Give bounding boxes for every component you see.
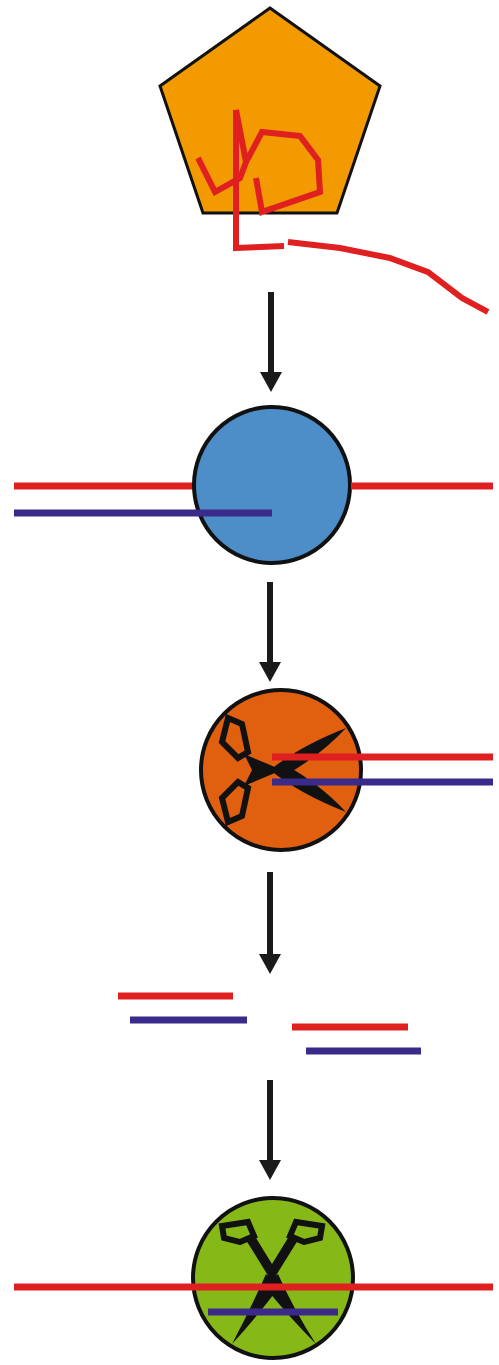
- red-strand-tail: [287, 239, 490, 315]
- red-strand-loop: [243, 128, 324, 216]
- arrow-2: [259, 582, 281, 682]
- arrow-4: [259, 1080, 281, 1180]
- step1-pentagon-group: [158, 6, 490, 315]
- arrow-3: [259, 872, 281, 974]
- step3-orange-circle-group: [199, 688, 493, 852]
- step2-blue-circle-group: [14, 405, 493, 565]
- step5-green-circle-group: [14, 1196, 493, 1360]
- arrow-1: [260, 292, 282, 392]
- pentagon-shape: [158, 6, 382, 215]
- scissors-icon: [218, 713, 346, 827]
- blue-circle: [192, 405, 352, 565]
- step4-fragments-group: [118, 992, 421, 1055]
